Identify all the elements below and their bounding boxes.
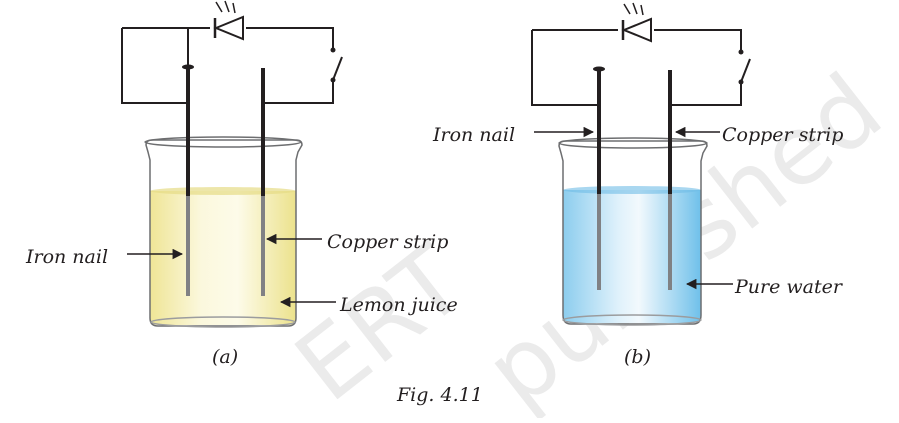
circuit-wire-b: [531, 29, 742, 106]
copper-strip-a: [261, 68, 265, 296]
beaker-b: [558, 137, 708, 326]
led-icon: [621, 2, 652, 43]
setup-a: Iron nail Copper strip Lemon juice (a): [25, 0, 458, 368]
label-iron-nail-a: Iron nail: [25, 246, 108, 268]
circuit-wire-a-left: [121, 27, 210, 104]
caption-b: (b): [624, 346, 651, 368]
label-pure-water: Pure water: [734, 276, 844, 298]
led-icon: [213, 0, 244, 41]
switch-icon: [738, 49, 751, 85]
iron-nail-a: [182, 64, 194, 296]
lemon-juice: [150, 191, 296, 325]
pure-water: [563, 190, 701, 323]
copper-strip-b: [668, 70, 672, 290]
label-lemon-juice: Lemon juice: [339, 294, 458, 316]
caption-a: (a): [212, 346, 238, 368]
circuit-wire-a: [187, 27, 334, 104]
label-copper-strip-b: Copper strip: [722, 124, 843, 146]
iron-nail-b: [593, 66, 605, 290]
switch-icon: [330, 47, 343, 83]
beaker-a: [144, 136, 303, 328]
label-copper-strip-a: Copper strip: [327, 231, 448, 253]
setup-b: Iron nail Copper strip Pure water (b): [432, 2, 844, 368]
figure-caption: Fig. 4.11: [396, 384, 483, 406]
label-iron-nail-b: Iron nail: [432, 124, 515, 146]
